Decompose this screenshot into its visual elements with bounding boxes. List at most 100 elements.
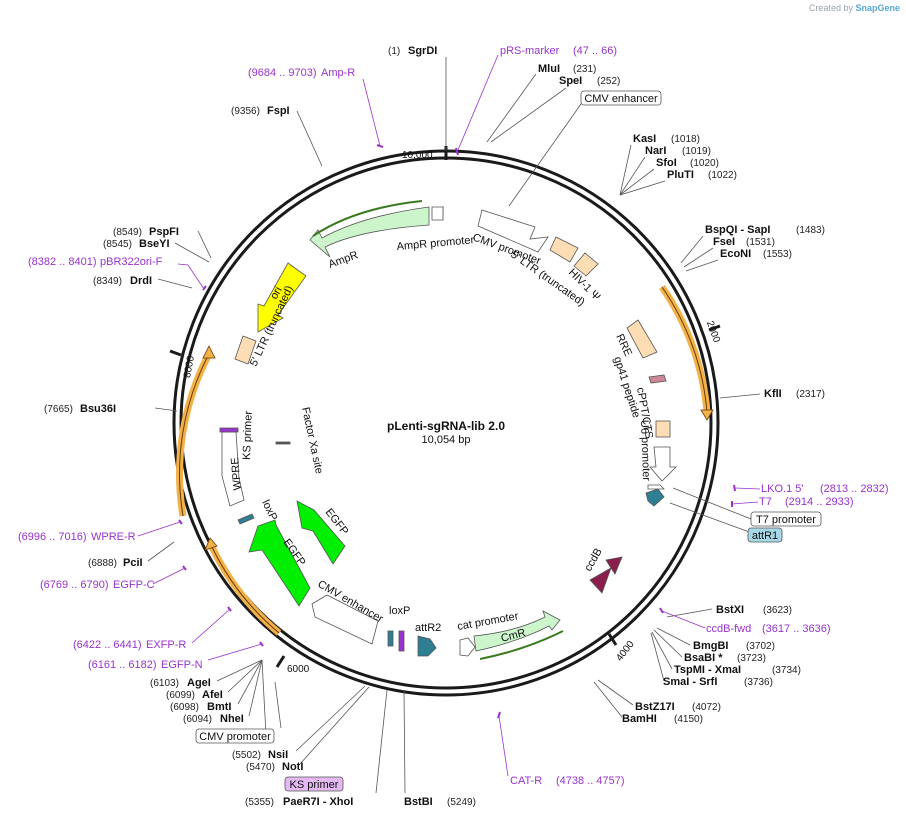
leader-lines xyxy=(147,57,761,794)
ampr-arc xyxy=(312,200,423,237)
cmr-arc xyxy=(479,630,564,660)
primer-range: (6161 .. 6182) xyxy=(88,659,157,671)
enzyme-name: KasI xyxy=(633,133,656,145)
u6-small xyxy=(647,484,665,490)
outer-features xyxy=(176,285,714,636)
enzyme-pos: (231) xyxy=(573,64,596,75)
primer-range: (47 .. 66) xyxy=(573,45,617,57)
enzyme-name: BspQI - SapI xyxy=(705,224,770,236)
loxp-left xyxy=(237,513,255,525)
primer-leaders xyxy=(137,54,761,777)
ampr-arrow xyxy=(309,206,430,258)
enzyme-pos: (3702) xyxy=(746,641,775,652)
enzyme-pos: (1) xyxy=(388,46,400,57)
label-wpre: WPRE xyxy=(229,457,244,491)
gp41-box xyxy=(648,374,667,384)
enzyme-name: NheI xyxy=(220,713,244,725)
enzyme-pos: (8545) xyxy=(103,239,132,250)
enzyme-labels: (1) SgrDI MluI (231) SpeI (252) KasI (10… xyxy=(44,45,825,808)
enzyme-pos: (252) xyxy=(597,76,620,87)
loxp-box-2 xyxy=(398,630,405,652)
label-rre: RRE xyxy=(613,332,634,358)
tick-label-4000: 4000 xyxy=(614,639,637,664)
enzyme-pos: (5502) xyxy=(232,750,261,761)
factor-xa-box xyxy=(275,441,291,445)
enzyme-name: BseYI xyxy=(139,238,170,250)
primer-name: Amp-R xyxy=(321,67,355,79)
enzyme-name: PaeR7I - XhoI xyxy=(283,796,353,808)
enzyme-pos: (5355) xyxy=(245,797,274,808)
tick-label-6000: 6000 xyxy=(287,664,310,675)
ccdb-arrow xyxy=(589,556,623,594)
enzyme-name: KflI xyxy=(764,388,782,400)
primer-name: ccdB-fwd xyxy=(706,623,751,635)
label-attr2: attR2 xyxy=(415,622,441,634)
label-ccdb: ccdB xyxy=(582,546,605,573)
primer-range: (2914 .. 2933) xyxy=(785,496,854,508)
enzyme-name: BmtI xyxy=(207,701,231,713)
enzyme-name: AfeI xyxy=(202,689,223,701)
enzyme-pos: (6094) xyxy=(183,714,212,725)
primer-name: LKO.1 5' xyxy=(761,483,803,495)
primer-name: EXFP-R xyxy=(146,639,186,651)
enzyme-pos: (1020) xyxy=(690,158,719,169)
enzyme-pos: (2317) xyxy=(796,389,825,400)
primer-name: T7 xyxy=(759,496,772,508)
enzyme-name: TspMI - XmaI xyxy=(674,664,741,676)
arc-left-2-line xyxy=(211,546,280,634)
label-u6: U6 promoter xyxy=(638,420,652,482)
primer-name: EGFP-N xyxy=(161,659,203,671)
cmv-enhancer-arrow xyxy=(311,594,379,645)
enzyme-name: NarI xyxy=(645,145,666,157)
enzyme-pos: (4150) xyxy=(674,714,703,725)
enzyme-pos: (3623) xyxy=(763,605,792,616)
enzyme-pos: (1019) xyxy=(682,146,711,157)
primer-range: (6769 .. 6790) xyxy=(40,579,109,591)
arc-left-1-head xyxy=(202,345,216,359)
attr1-arrow xyxy=(645,488,665,507)
label-factor-xa: Factor Xa site xyxy=(299,406,325,475)
enzyme-name: SfoI xyxy=(656,157,677,169)
label-ori: ori xyxy=(268,285,285,302)
enzyme-pos: (1531) xyxy=(746,237,775,248)
enzyme-pos: (3736) xyxy=(744,677,773,688)
enzyme-pos: (3723) xyxy=(737,653,766,664)
u6-arrow xyxy=(649,446,677,482)
enzyme-name: PciI xyxy=(123,557,143,569)
enzyme-pos: (8349) xyxy=(93,276,122,287)
boxed-ks-primer: KS primer xyxy=(290,779,339,791)
enzyme-name: SmaI - SrfI xyxy=(663,676,717,688)
enzyme-pos: (6103) xyxy=(150,678,179,689)
primer-range: (6996 .. 7016) xyxy=(18,531,87,543)
boxed-cmv-enhancer: CMV enhancer xyxy=(584,93,658,105)
enzyme-pos: (7665) xyxy=(44,404,73,415)
primer-range: (9684 .. 9703) xyxy=(248,67,317,79)
plasmid-title: pLenti-sgRNA-lib 2.0 xyxy=(387,419,505,433)
ltr-right-box xyxy=(549,236,579,263)
enzyme-pos: (6098) xyxy=(170,702,199,713)
primer-range: (4738 .. 4757) xyxy=(556,775,625,787)
enzyme-pos: (8549) xyxy=(113,227,142,238)
enzyme-name: Bsu36I xyxy=(80,403,116,415)
label-loxp-left: loxP xyxy=(259,498,279,522)
enzyme-pos: (4072) xyxy=(692,702,721,713)
arc-left-2-head xyxy=(204,537,218,551)
enzyme-name: BmgBI xyxy=(693,640,728,652)
inner-features xyxy=(219,200,677,660)
enzyme-name: BamHI xyxy=(622,713,657,725)
egfp-arrow-outer xyxy=(248,519,311,607)
ltr-left-box xyxy=(234,335,257,365)
enzyme-name: BsaBI * xyxy=(684,652,723,664)
enzyme-pos: (5470) xyxy=(246,762,275,773)
enzyme-pos: (6099) xyxy=(166,690,195,701)
arc-right-head xyxy=(700,409,714,421)
cppt-box xyxy=(655,420,671,438)
primer-range: (6422 .. 6441) xyxy=(73,639,142,651)
plasmid-length: 10,054 bp xyxy=(422,434,471,446)
primer-name: pRS-marker xyxy=(500,45,560,57)
enzyme-name: NsiI xyxy=(268,749,288,761)
primer-name: pBR322ori-F xyxy=(100,256,163,268)
enzyme-name: AgeI xyxy=(187,677,211,689)
cat-promoter-arrow xyxy=(459,637,476,657)
